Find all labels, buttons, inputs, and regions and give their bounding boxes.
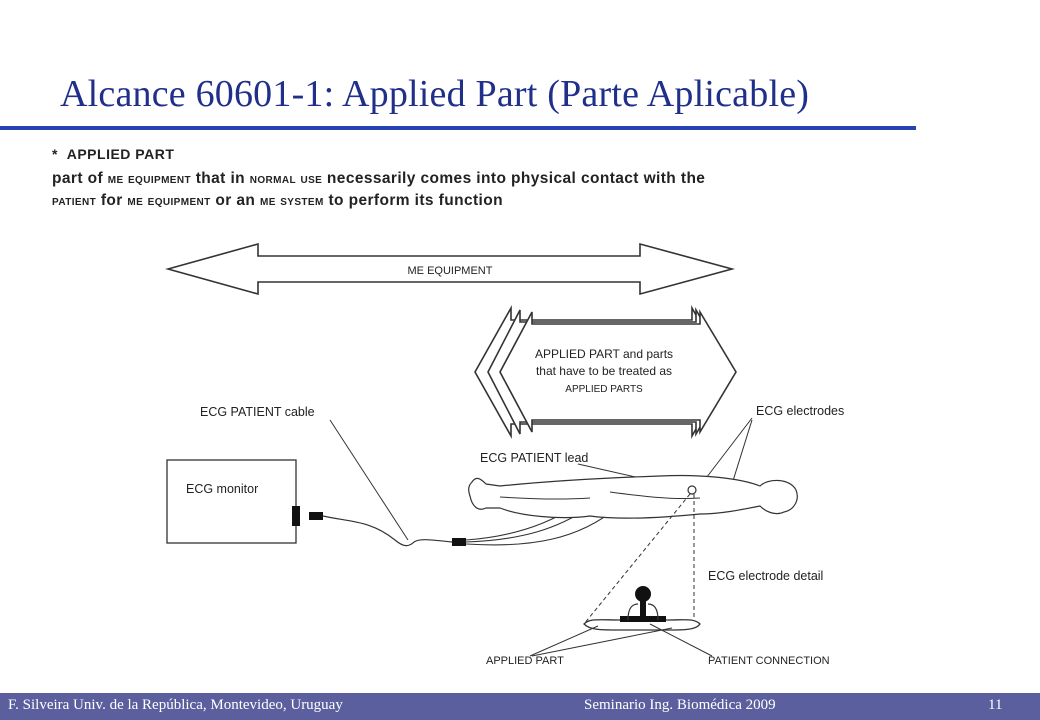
patient-connection-leader	[649, 623, 713, 657]
me-equipment-label: ME EQUIPMENT	[408, 265, 493, 277]
patient-arm	[609, 491, 701, 500]
ecg-monitor-label: ECG monitor	[186, 482, 258, 496]
patient-leg-line	[499, 496, 591, 500]
applied-line-1: APPLIED PART and parts	[535, 347, 673, 361]
lead-connector	[452, 538, 466, 546]
def-part: or an	[210, 192, 260, 209]
electrodes-label: ECG electrodes	[756, 404, 844, 418]
me-equipment-arrow	[165, 242, 736, 296]
page-number: 11	[988, 697, 1003, 713]
definition-term: * APPLIED PART	[52, 146, 922, 168]
electrode-leader-1	[699, 417, 753, 487]
slide-title: Alcance 60601-1: Applied Part (Parte Apl…	[60, 73, 810, 115]
footer-center: Seminario Ing. Biomédica 2009	[584, 697, 776, 713]
electrode-detail	[583, 586, 701, 631]
lead-leader	[577, 463, 641, 479]
electrode-detail-label: ECG electrode detail	[708, 569, 823, 583]
ecg-monitor-box	[166, 459, 297, 544]
definition-term-label: APPLIED PART	[66, 146, 175, 162]
patient-lead-label: ECG PATIENT lead	[480, 451, 588, 465]
patient-body	[468, 474, 798, 519]
def-part: ME EQUIPMENT	[127, 193, 211, 209]
monitor-connector	[292, 506, 300, 526]
applied-part-leader-2	[531, 627, 673, 657]
applied-line-3: APPLIED PARTS	[565, 384, 643, 395]
definition-block: * APPLIED PART part of ME EQUIPMENT that…	[52, 146, 922, 212]
electrode-point	[687, 485, 697, 495]
def-part: part of	[52, 170, 108, 187]
def-part: for	[96, 192, 128, 209]
electrode-leader-2	[731, 419, 753, 485]
title-rule	[0, 126, 916, 130]
patient-cable-label: ECG PATIENT cable	[200, 405, 315, 419]
footer-bar: F. Silveira Univ. de la República, Monte…	[0, 693, 1040, 720]
definition-marker: *	[52, 146, 58, 162]
def-part: ME SYSTEM	[259, 193, 324, 209]
definition-text: part of ME EQUIPMENT that in NORMAL USE …	[52, 168, 922, 212]
footer-left: F. Silveira Univ. de la República, Monte…	[8, 697, 343, 713]
applied-part-label: APPLIED PART	[486, 655, 564, 667]
def-part: NORMAL USE	[249, 171, 323, 187]
def-part: to perform its function	[323, 192, 503, 209]
patient-connection-label: PATIENT CONNECTION	[708, 655, 830, 667]
def-part: necessarily comes into physical contact …	[322, 170, 706, 187]
def-part: PATIENT	[52, 193, 97, 209]
ecg-figure: ME EQUIPMENT APPLIED PART and parts that…	[165, 242, 844, 667]
applied-part-leader-1	[529, 625, 599, 657]
def-part: that in	[191, 170, 250, 187]
patient-cable	[322, 515, 453, 547]
applied-line-2: that have to be treated as	[536, 364, 672, 378]
cable-plug	[309, 512, 323, 520]
cable-leader	[329, 419, 409, 541]
def-part: ME EQUIPMENT	[107, 171, 192, 187]
applied-part-arrows	[474, 304, 737, 440]
